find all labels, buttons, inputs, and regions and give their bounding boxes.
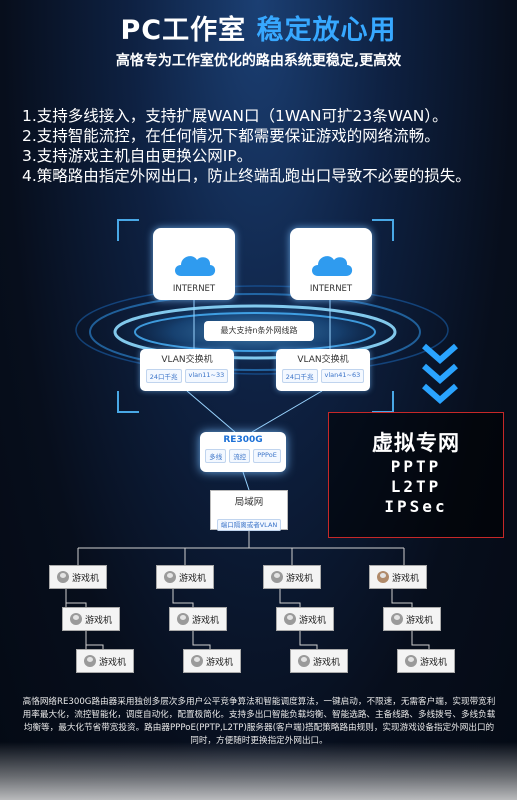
feature-item: 2.支持智能流控，在任何情况下都需要保证游戏的网络流畅。: [22, 127, 440, 145]
user-icon: [190, 655, 203, 667]
user-icon: [297, 655, 310, 667]
signal-ring: [75, 285, 449, 375]
port-tag: 24口千兆: [281, 369, 318, 383]
vlan-range-tag: vlan11~33: [184, 369, 229, 383]
internet-node: INTERNET: [290, 228, 372, 300]
page-subtitle: 高恪专为工作室优化的路由系统更稳定,更高效: [115, 53, 402, 69]
max-lines-label: 最大支持n条外网线路: [204, 321, 314, 341]
game-machine-label: 游戏机: [285, 573, 313, 584]
lan-node: 局域网 端口隔离或者VLAN: [210, 490, 288, 531]
cloud-icon: [175, 256, 216, 276]
game-machine-label: 游戏机: [84, 615, 112, 626]
game-machine-label: 游戏机: [405, 615, 433, 626]
vpn-title: 虚拟专网: [372, 431, 460, 455]
lan-note-tag: 端口隔离或者VLAN: [216, 519, 282, 531]
title-highlight: 稳定放心用: [256, 15, 397, 46]
user-icon: [283, 613, 296, 625]
lan-tree-lines: [62, 530, 430, 662]
router-tag: 多线: [205, 449, 227, 463]
internet-node: INTERNET: [153, 228, 235, 300]
frame-corner: [372, 219, 394, 241]
user-icon: [176, 613, 189, 625]
game-machine-label: 游戏机: [178, 573, 206, 584]
game-machine: 游戏机: [169, 607, 227, 631]
router-model: RE300G: [223, 435, 263, 445]
chevron-down-icon: [422, 343, 458, 404]
user-icon: [270, 571, 283, 583]
user-icon: [376, 571, 389, 583]
signal-ring: [113, 304, 397, 360]
user-icon: [83, 655, 96, 667]
game-machine-label: 游戏机: [98, 657, 126, 668]
game-machine: 游戏机: [383, 607, 441, 631]
user-icon: [163, 571, 176, 583]
router-node: RE300G 多线 流控 PPPoE: [200, 432, 286, 472]
link-vlan-router: [251, 390, 323, 433]
game-machine-label: 游戏机: [205, 657, 233, 668]
game-machine: 游戏机: [263, 565, 321, 589]
internet-label: INTERNET: [309, 284, 353, 294]
feature-item: 4.策略路由指定外网出口，防止终端乱跑出口导致不必要的损失。: [22, 167, 471, 185]
router-tag: PPPoE: [253, 449, 281, 463]
router-tag: 流控: [229, 449, 251, 463]
game-machine: 游戏机: [369, 565, 427, 589]
game-machine: 游戏机: [156, 565, 214, 589]
vlan-switch: VLAN交换机 24口千兆 vlan41~63: [276, 349, 370, 391]
user-icon: [390, 613, 403, 625]
frame-corner: [117, 391, 139, 413]
user-icon: [404, 655, 417, 667]
game-machine: 游戏机: [276, 607, 334, 631]
vlan-switch-title: VLAN交换机: [297, 355, 349, 365]
feature-list: 1.支持多线接入，支持扩展WAN口（1WAN可扩23条WAN）。 2.支持智能流…: [22, 106, 512, 186]
game-machine: 游戏机: [397, 649, 455, 673]
signal-ring: [134, 312, 376, 352]
game-machine: 游戏机: [76, 649, 134, 673]
game-machine: 游戏机: [290, 649, 348, 673]
game-machine-label: 游戏机: [419, 657, 447, 668]
internet-label: INTERNET: [172, 284, 216, 294]
vpn-protocol: PPTP: [390, 457, 442, 476]
vpn-protocol: IPSec: [384, 497, 448, 516]
game-machine-label: 游戏机: [312, 657, 340, 668]
game-machine-label: 游戏机: [391, 573, 419, 584]
vlan-range-tag: vlan41~63: [320, 369, 365, 383]
link-router-lan: [242, 471, 250, 491]
vpn-panel: 虚拟专网 PPTP L2TP IPSec: [328, 412, 504, 538]
footer-description: 高恪网络RE300G路由器采用独创多层次多用户公平竞争算法和智能调度算法，一键启…: [22, 697, 496, 746]
title-main: PC工作室: [120, 15, 247, 46]
page-title: PC工作室 稳定放心用: [0, 8, 517, 47]
game-machine-label: 游戏机: [71, 573, 99, 584]
feature-item: 1.支持多线接入，支持扩展WAN口（1WAN可扩23条WAN）。: [22, 107, 448, 125]
cloud-icon: [312, 256, 353, 276]
vpn-protocol: L2TP: [390, 477, 442, 496]
game-machine-label: 游戏机: [298, 615, 326, 626]
feature-item: 3.支持游戏主机自由更换公网IP。: [22, 147, 253, 165]
game-machine: 游戏机: [49, 565, 107, 589]
footer-smoke: [0, 742, 517, 800]
vlan-switch-title: VLAN交换机: [161, 355, 213, 365]
frame-corner: [117, 219, 139, 241]
frame-corner: [372, 391, 394, 413]
game-machine: 游戏机: [183, 649, 241, 673]
vlan-switch: VLAN交换机 24口千兆 vlan11~33: [140, 349, 234, 391]
lan-title: 局域网: [234, 497, 264, 508]
signal-ring: [89, 293, 421, 371]
user-icon: [69, 613, 82, 625]
user-icon: [56, 571, 69, 583]
link-vlan-router: [186, 390, 236, 433]
port-tag: 24口千兆: [145, 369, 182, 383]
game-machine: 游戏机: [62, 607, 120, 631]
game-machine-label: 游戏机: [191, 615, 219, 626]
